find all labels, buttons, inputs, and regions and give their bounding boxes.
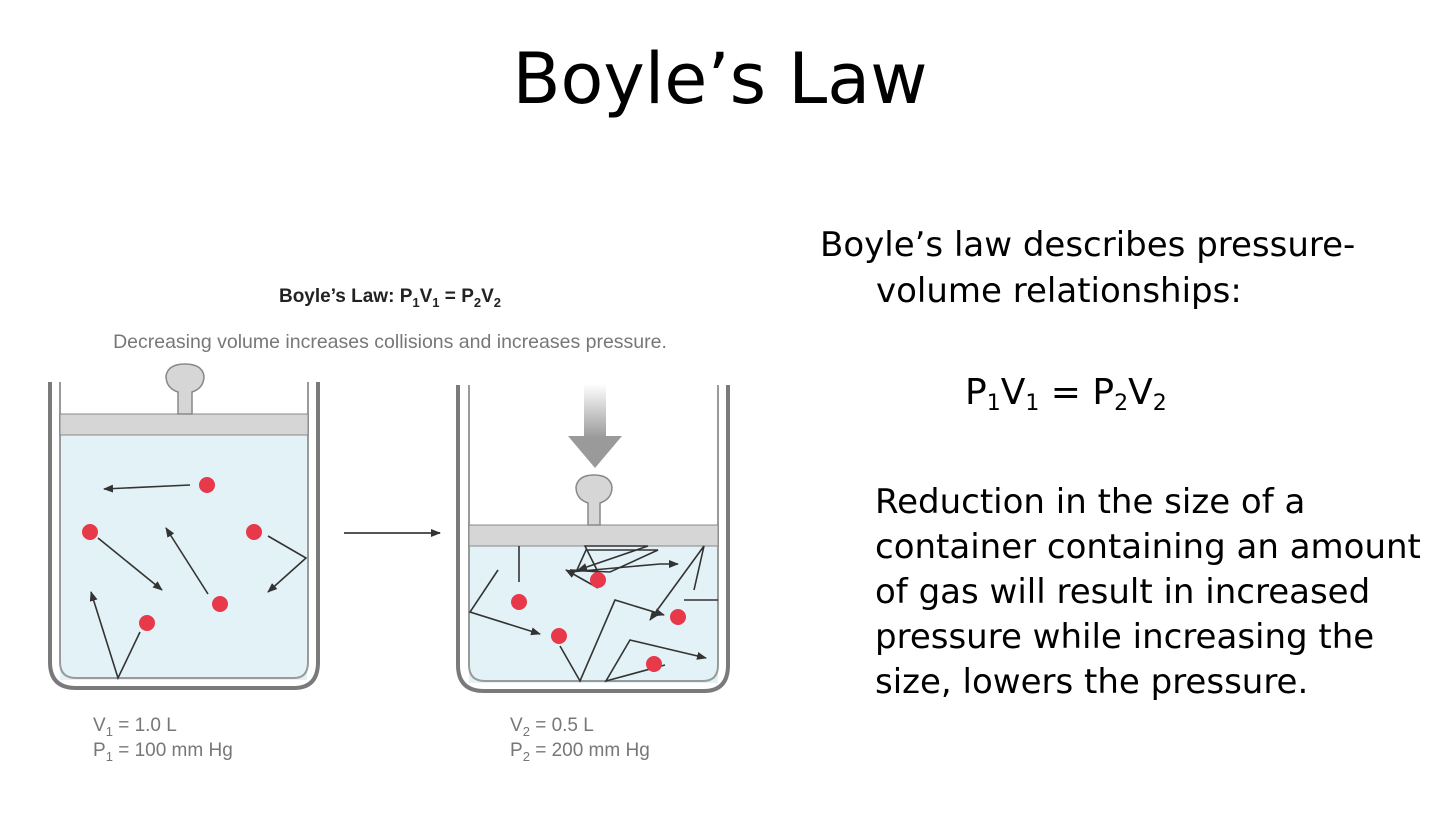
boyles-law-diagram: Boyle’s Law: P1V1 = P2V2 Decreasing volu… [48, 286, 730, 764]
container-right [456, 384, 730, 693]
gas-particle [590, 572, 606, 588]
gas-particle [551, 628, 567, 644]
diagram-heading: Boyle’s Law: P1V1 = P2V2 [279, 286, 501, 310]
container-wall-left [48, 382, 320, 690]
push-arrow-head-icon [568, 436, 622, 468]
volume-label-right: V2 = 0.5 L [510, 715, 594, 739]
description-line-2: volume relationships: [876, 271, 1242, 311]
gas-particle [246, 524, 262, 540]
diagram-heading-prefix: Boyle’s Law: [279, 286, 400, 307]
gas-particle [646, 656, 662, 672]
push-arrow-shaft [584, 384, 606, 438]
gas-particle [139, 615, 155, 631]
description: Boyle’s law describes pressure- volume r… [820, 222, 1420, 314]
piston-right [468, 524, 719, 547]
diagram-subtitle: Decreasing volume increases collisions a… [113, 331, 667, 353]
container-wall-right [456, 385, 730, 693]
reduction-line: Reduction in the size of a [875, 482, 1306, 522]
piston-handle-right [575, 474, 613, 526]
piston-left [59, 413, 309, 436]
gas-particle [212, 596, 228, 612]
reduction-line: container containing an amount [875, 527, 1421, 567]
pressure-label-left: P1 = 100 mm Hg [93, 740, 233, 764]
container-left [48, 363, 320, 690]
gas-particle [670, 609, 686, 625]
reduction-line: pressure while increasing the [875, 617, 1375, 657]
gas-region-left [60, 435, 307, 680]
description-line-1: Boyle’s law describes pressure- [820, 225, 1356, 265]
gas-particle [82, 524, 98, 540]
formula: P1V1 = P2V2 [965, 372, 1167, 416]
gas-particle [199, 477, 215, 493]
slide-title: Boyle’s Law [512, 38, 928, 120]
reduction-line: size, lowers the pressure. [875, 662, 1309, 702]
pressure-label-right: P2 = 200 mm Hg [510, 740, 650, 764]
volume-label-left: V1 = 1.0 L [93, 715, 177, 739]
gas-particle [511, 594, 527, 610]
reduction-paragraph: Reduction in the size of a container con… [875, 480, 1430, 705]
piston-handle-left [165, 363, 205, 415]
reduction-line: of gas will result in increased [875, 572, 1371, 612]
